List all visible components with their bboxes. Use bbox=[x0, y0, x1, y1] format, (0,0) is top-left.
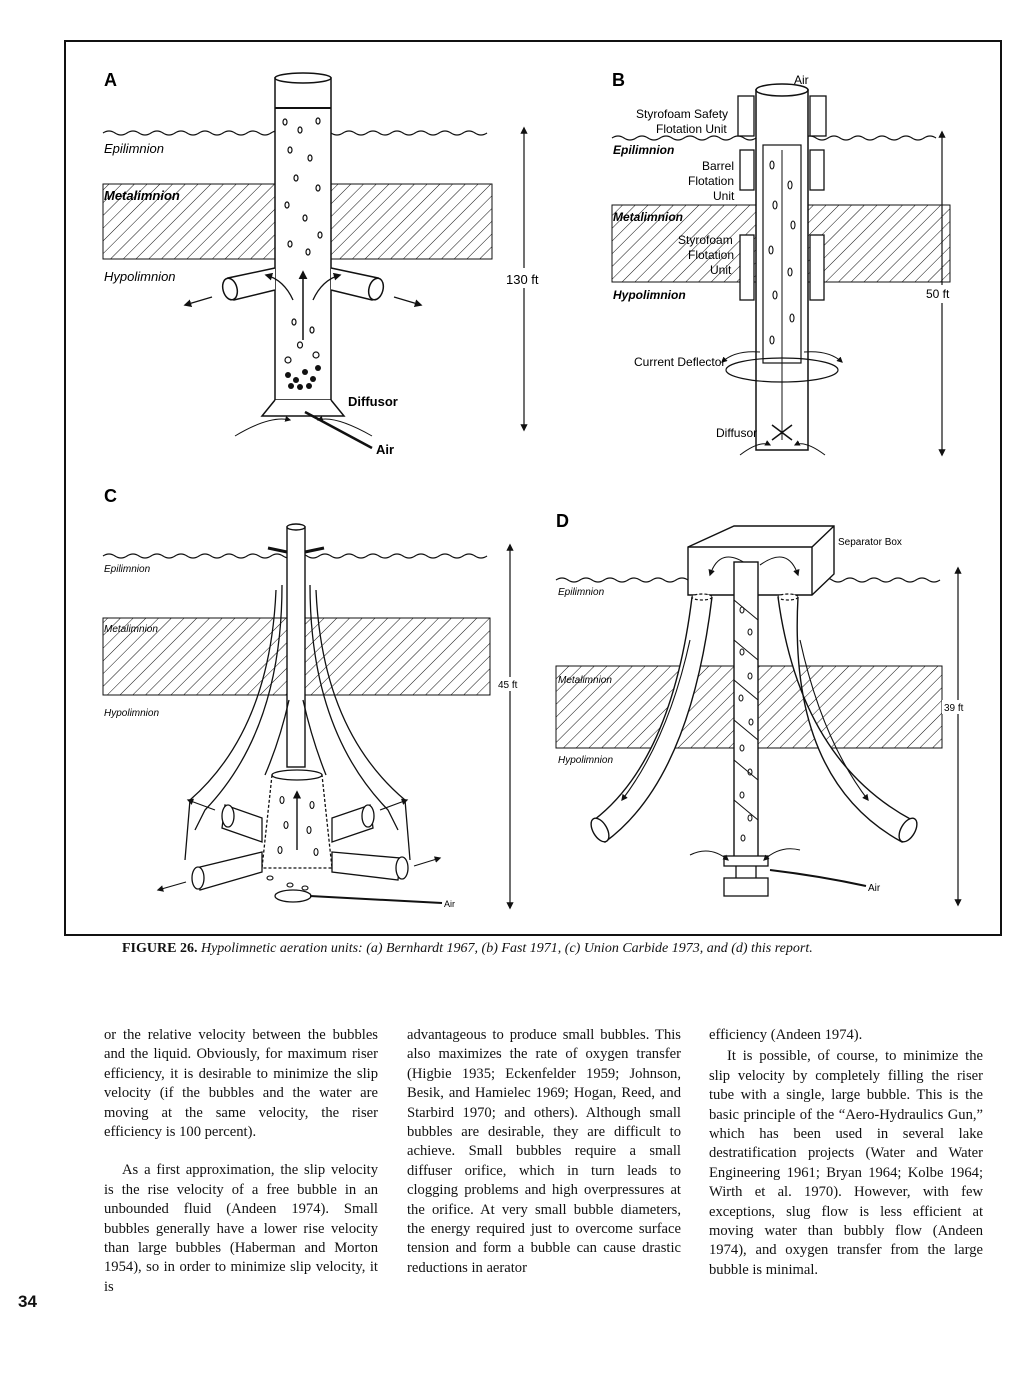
panel-d-depth-label: 39 ft bbox=[944, 703, 964, 714]
panel-b-barrel-unit-3: Unit bbox=[713, 189, 735, 203]
panel-b-barrel-unit-2: Flotation bbox=[688, 174, 734, 188]
panel-d-separator-box-label: Separator Box bbox=[838, 537, 902, 548]
panel-a-letter: A bbox=[104, 70, 117, 90]
panel-c-epilimnion-label: Epilimnion bbox=[104, 564, 151, 575]
panel-b-flotation-blocks bbox=[737, 95, 827, 301]
figure-caption-text: Hypolimnetic aeration units: (a) Bernhar… bbox=[200, 941, 813, 956]
panel-b-safety-unit-2: Flotation Unit bbox=[656, 122, 727, 136]
paragraph: advantageous to produce small bubbles. T… bbox=[407, 1027, 681, 1276]
panel-b-barrel-unit-1: Barrel bbox=[702, 159, 734, 173]
paragraph: efficiency (Andeen 1974). bbox=[709, 1027, 863, 1043]
panel-b-metalimnion-label: Metalimnion bbox=[613, 210, 683, 224]
figure-caption: FIGURE 26. Hypolimnetic aeration units: … bbox=[122, 941, 1002, 957]
panel-a-metalimnion-label: Metalimnion bbox=[104, 188, 180, 203]
panel-a-hypolimnion-label: Hypolimnion bbox=[104, 269, 176, 284]
panel-b-air-label: Air bbox=[794, 73, 809, 87]
text-column-1: or the relative velocity between the bub… bbox=[104, 1026, 378, 1316]
panel-c-depth-label: 45 ft bbox=[498, 680, 518, 691]
panel-b-diffusor-label: Diffusor bbox=[716, 426, 757, 440]
panel-d-separator-box bbox=[687, 525, 835, 596]
panel-d-metalimnion-label: Metalimnion bbox=[558, 675, 612, 686]
panel-b-depth-label: 50 ft bbox=[926, 287, 950, 301]
panel-a-air-label: Air bbox=[376, 442, 394, 457]
panel-b-styro-unit-3: Unit bbox=[710, 263, 732, 277]
panel-d-letter: D bbox=[556, 511, 569, 531]
panel-c-hypolimnion-label: Hypolimnion bbox=[104, 708, 159, 719]
panel-c: C Epilimnion Metalimnion Hypolimnion bbox=[102, 486, 527, 910]
panel-c-metalimnion-label: Metalimnion bbox=[104, 624, 158, 635]
panel-b-letter: B bbox=[612, 70, 625, 90]
panel-a-diffusor-label: Diffusor bbox=[348, 394, 398, 409]
text-column-3: efficiency (Andeen 1974). It is possible… bbox=[709, 1026, 983, 1299]
panel-d-riser bbox=[733, 561, 759, 858]
panel-b: B Air Styrofoam Safety Flotation Unit bbox=[611, 70, 962, 457]
panel-a-depth-label: 130 ft bbox=[506, 272, 539, 287]
panel-b-current-deflector-label: Current Deflector bbox=[634, 355, 725, 369]
panel-a-epilimnion-label: Epilimnion bbox=[104, 141, 164, 156]
paragraph: or the relative velocity between the bub… bbox=[104, 1027, 378, 1141]
panel-c-air-label: Air bbox=[444, 899, 455, 909]
panel-c-mast bbox=[286, 526, 306, 768]
panel-b-hypolimnion-label: Hypolimnion bbox=[613, 288, 686, 302]
panel-d-epilimnion-label: Epilimnion bbox=[558, 587, 605, 598]
panel-b-epilimnion-label: Epilimnion bbox=[613, 143, 674, 157]
paragraph: As a first approximation, the slip veloc… bbox=[104, 1162, 378, 1295]
panel-b-styro-unit-1: Styrofoam bbox=[678, 233, 733, 247]
panel-a: A Epilimnion Metalimnion Hypolimnion bbox=[102, 70, 548, 457]
figure-caption-lead: FIGURE 26. bbox=[122, 941, 198, 956]
panel-a-riser-tube bbox=[274, 77, 332, 401]
panel-b-styro-unit-2: Flotation bbox=[688, 248, 734, 262]
figure-frame bbox=[64, 40, 1002, 936]
panel-c-letter: C bbox=[104, 486, 117, 506]
panel-b-safety-unit-1: Styrofoam Safety bbox=[636, 107, 728, 121]
paragraph: It is possible, of course, to minimize t… bbox=[709, 1048, 983, 1278]
page-number: 34 bbox=[18, 1292, 37, 1311]
panel-a-diffusor-cone bbox=[260, 399, 346, 417]
text-column-2: advantageous to produce small bubbles. T… bbox=[407, 1026, 681, 1297]
figure-26-illustration: A Epilimnion Metalimnion Hypolimnion bbox=[102, 70, 974, 910]
panel-d: D Separator Box bbox=[555, 511, 974, 907]
panel-d-hypolimnion-label: Hypolimnion bbox=[558, 755, 613, 766]
panel-d-air-label: Air bbox=[868, 883, 881, 894]
panel-a-bubbles bbox=[282, 117, 323, 364]
panel-b-current-deflector bbox=[725, 357, 839, 383]
